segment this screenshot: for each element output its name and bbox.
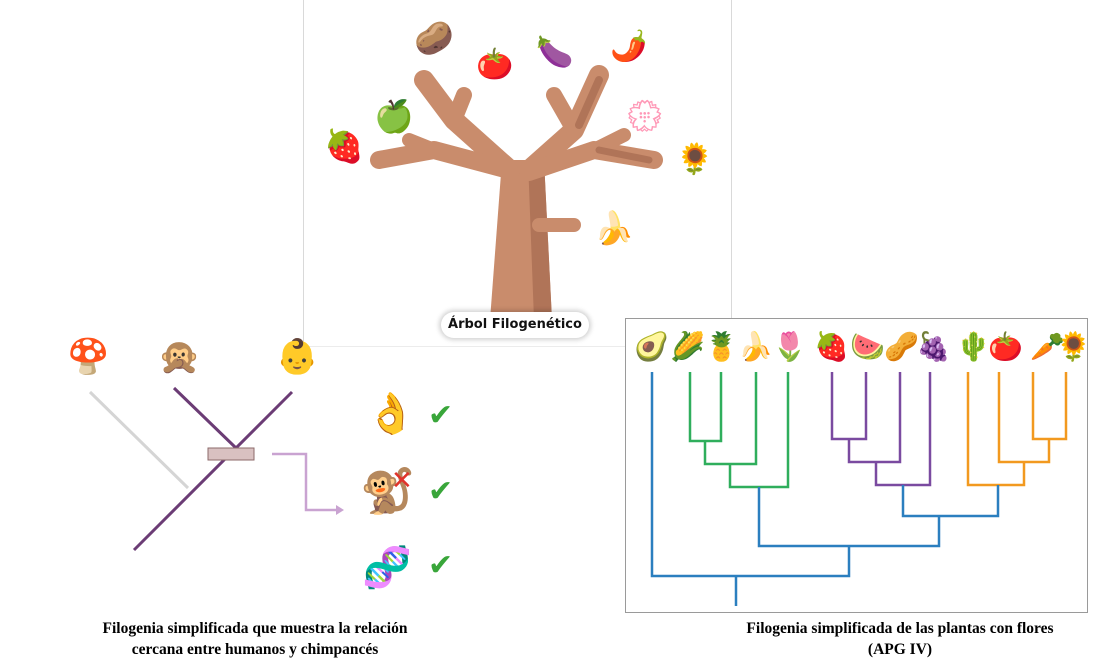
caption-line: (APG IV) xyxy=(867,641,933,658)
strawberry-icon: 🍓 xyxy=(814,330,849,363)
pineapple-icon: 🍍 xyxy=(704,330,739,363)
peanut-icon: 🥜 xyxy=(884,330,919,363)
strawberry-icon: 🍓 xyxy=(324,127,364,165)
sunflower-icon: 🌻 xyxy=(676,142,714,177)
shared-trait-box xyxy=(207,447,255,461)
chimp-with-x-icon: 🐒 xyxy=(360,466,415,517)
banana-icon: 🍌 xyxy=(594,209,634,247)
mushroom-icon: 🍄 xyxy=(67,337,110,377)
clade-branch xyxy=(901,485,1000,518)
clade-branch xyxy=(997,372,1051,464)
apg-cladogram xyxy=(650,372,1068,606)
tomato-icon: 🍅 xyxy=(476,47,514,82)
grapes-icon: 🍇 xyxy=(916,330,951,363)
tulip-icon: 🌷 xyxy=(772,330,807,363)
monkey-icon: 🙊 xyxy=(158,337,201,377)
check-icon: ✔ xyxy=(428,548,454,583)
clade-branch xyxy=(830,372,868,441)
clade-branch xyxy=(966,372,1026,487)
tree-title-label: Árbol Filogenético xyxy=(441,312,589,338)
clade-branch xyxy=(847,372,902,464)
check-icon: ✔ xyxy=(428,398,454,433)
apg-cladogram-panel: 🥑🌽🍍🍌🌷🍓🍉🥜🍇🌵🍅🥕🌻 xyxy=(625,318,1091,613)
human-chimp-phylogeny xyxy=(88,386,344,552)
baby-icon: 👶 xyxy=(276,337,319,377)
white-flower-icon: 💮 xyxy=(626,99,664,134)
clade-branch xyxy=(728,372,790,489)
tomato-icon: 🍅 xyxy=(988,330,1023,363)
hot-pepper-icon: 🌶️ xyxy=(610,29,648,64)
tree-drawing xyxy=(370,65,663,320)
cactus-icon: 🌵 xyxy=(956,330,991,363)
caption-line: Filogenia simplificada que muestra la re… xyxy=(102,620,408,637)
human-chimp-caption: Filogenia simplificada que muestra la re… xyxy=(40,618,470,660)
main-branch xyxy=(132,390,294,552)
dna-icon: 🧬 xyxy=(362,545,412,591)
banana-icon: 🍌 xyxy=(738,330,773,363)
trait-arrow-head xyxy=(336,505,344,515)
trait-arrow xyxy=(272,452,338,512)
potato-icon: 🥔 xyxy=(414,19,454,57)
cross-mark-icon: ✕ xyxy=(391,466,413,496)
clade-branch xyxy=(874,372,932,487)
clade-branch xyxy=(688,372,723,443)
clade-branch xyxy=(650,372,851,578)
outgroup-branch xyxy=(88,390,190,490)
avocado-icon: 🥑 xyxy=(634,330,669,363)
eggplant-icon: 🍆 xyxy=(536,35,574,70)
watermelon-icon: 🍉 xyxy=(850,330,885,363)
ok-hand-icon: 👌 xyxy=(366,391,416,437)
clade-branch xyxy=(703,372,758,466)
carrot-icon: 🥕 xyxy=(1030,330,1065,363)
clade-branch xyxy=(1031,372,1068,441)
chimp-branch xyxy=(172,386,238,450)
caption-line: cercana entre humanos y chimpancés xyxy=(131,641,379,658)
tree-illustration-panel: 🥔 🍅 🍆 🌶️ 🍏 💮 🍓 🌻 🍌 xyxy=(303,0,732,347)
green-apple-icon: 🍏 xyxy=(374,97,414,135)
check-icon: ✔ xyxy=(428,474,454,509)
corn-icon: 🌽 xyxy=(670,330,705,363)
caption-line: Filogenia simplificada de las plantas co… xyxy=(746,620,1054,637)
apg-caption: Filogenia simplificada de las plantas co… xyxy=(700,618,1093,660)
sunflower-icon: 🌻 xyxy=(1056,330,1091,363)
